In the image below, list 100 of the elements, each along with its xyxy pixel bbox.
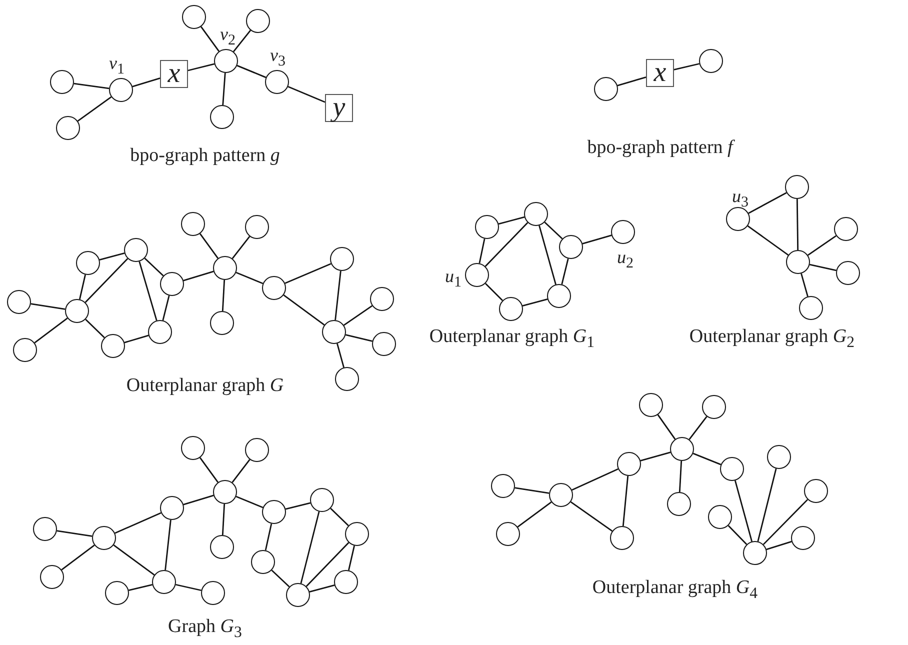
vertex-name: u$_{1}$ xyxy=(445,267,462,291)
graph-edge xyxy=(61,544,95,570)
graph-edge xyxy=(522,298,548,307)
graph-vertex xyxy=(322,320,346,344)
vertex-name: v$_{1}$ xyxy=(109,54,124,78)
graph-edge xyxy=(344,305,372,326)
graph-edge xyxy=(544,222,563,240)
vertex-label-box: y xyxy=(325,94,353,122)
graph-vertex xyxy=(799,296,823,320)
figure-caption: Outerplanar graph G$_{2}$ xyxy=(689,327,855,352)
graph-vertex xyxy=(160,496,184,520)
graph-vertex xyxy=(251,550,275,574)
graph-edge xyxy=(498,216,525,225)
figure-caption: Graph G$_{3}$ xyxy=(168,617,242,642)
graph-edge xyxy=(306,542,350,587)
graph-edge xyxy=(232,236,250,259)
graph-edge xyxy=(264,524,272,550)
graph-edge xyxy=(334,270,342,320)
graph-edge xyxy=(330,508,349,526)
graph-vertex xyxy=(549,483,573,507)
graph-vertex xyxy=(372,332,396,356)
graph-vertex xyxy=(65,299,89,323)
graph-vertex xyxy=(76,251,100,275)
graph-vertex xyxy=(370,287,394,311)
graph-vertex xyxy=(214,49,238,73)
graph-vertex xyxy=(465,263,489,287)
graph-vertex xyxy=(246,9,270,33)
graph-edge xyxy=(222,504,226,536)
graph-edge xyxy=(640,452,671,462)
graph-vertex xyxy=(834,217,858,241)
graph-vertex xyxy=(786,250,810,274)
graph-edge xyxy=(734,480,752,542)
graph-edge xyxy=(124,334,149,344)
graph-vertex xyxy=(496,522,520,546)
graph-vertex xyxy=(524,202,548,226)
graph-edge xyxy=(183,270,214,282)
vertex-label-box: x xyxy=(646,59,674,87)
graph-edge xyxy=(236,496,264,508)
graph-vertex xyxy=(7,290,31,314)
graph-edge xyxy=(800,273,808,297)
figure-caption: Outerplanar graph G$_{4}$ xyxy=(592,578,758,602)
graph-vertex xyxy=(836,261,860,285)
vertex-name: u$_{3}$ xyxy=(732,187,748,211)
graph-edge xyxy=(200,457,218,483)
graph-edge xyxy=(617,76,646,86)
graph-edge xyxy=(808,235,836,256)
graph-vertex xyxy=(720,457,744,481)
graph-edge xyxy=(144,258,164,276)
graph-edge xyxy=(56,530,92,537)
graph-edge xyxy=(657,414,676,440)
graph-edge xyxy=(222,280,226,312)
graph-edge xyxy=(478,238,486,264)
graph-edge xyxy=(132,78,160,88)
figure-caption: bpo-graph pattern g xyxy=(130,146,280,167)
graph-vertex xyxy=(50,70,74,94)
graph-edge xyxy=(128,584,152,591)
graph-edge xyxy=(285,502,311,510)
graph-edge xyxy=(222,72,226,106)
graph-vertex xyxy=(101,334,125,358)
graph-vertex xyxy=(559,235,583,259)
graph-edge xyxy=(164,520,172,570)
graph-vertex xyxy=(699,49,723,73)
graph-edge xyxy=(300,511,320,584)
graph-edge xyxy=(766,540,792,550)
graph-edge xyxy=(176,584,202,592)
graph-edge xyxy=(572,468,618,491)
graph-vertex xyxy=(201,581,225,605)
graph-vertex xyxy=(160,272,184,296)
graph-edge xyxy=(236,272,264,284)
vertex-label-box: x xyxy=(160,60,188,88)
graph-edge xyxy=(514,487,550,494)
graph-vertex xyxy=(210,105,234,129)
graph-edge xyxy=(30,303,66,310)
graph-edge xyxy=(271,570,290,588)
graph-vertex xyxy=(702,395,726,419)
graph-edge xyxy=(622,476,629,526)
graph-vertex xyxy=(547,284,571,308)
graph-edge xyxy=(34,318,68,344)
graph-edge xyxy=(183,494,214,506)
graph-edge xyxy=(561,258,569,285)
graph-edge xyxy=(114,512,162,534)
graph-vertex xyxy=(286,583,310,607)
graph-vertex xyxy=(617,452,641,476)
graph-vertex xyxy=(210,311,234,335)
graph-vertex xyxy=(213,256,237,280)
graph-vertex xyxy=(499,297,523,321)
figure-caption: Outerplanar graph G$_{1}$ xyxy=(429,327,595,352)
graph-vertex xyxy=(210,535,234,559)
graph-vertex xyxy=(611,220,635,244)
graph-vertex xyxy=(152,570,176,594)
graph-vertex xyxy=(667,492,691,516)
vertex-name: u$_{2}$ xyxy=(617,248,634,272)
graph-vertex xyxy=(13,338,37,362)
graph-edge xyxy=(582,234,612,244)
graph-vertex xyxy=(245,215,269,239)
graph-edge xyxy=(570,501,613,532)
graph-vertex xyxy=(148,320,172,344)
vertex-name: v$_{2}$ xyxy=(220,25,236,49)
graph-edge xyxy=(538,225,556,285)
graph-vertex xyxy=(743,541,767,565)
